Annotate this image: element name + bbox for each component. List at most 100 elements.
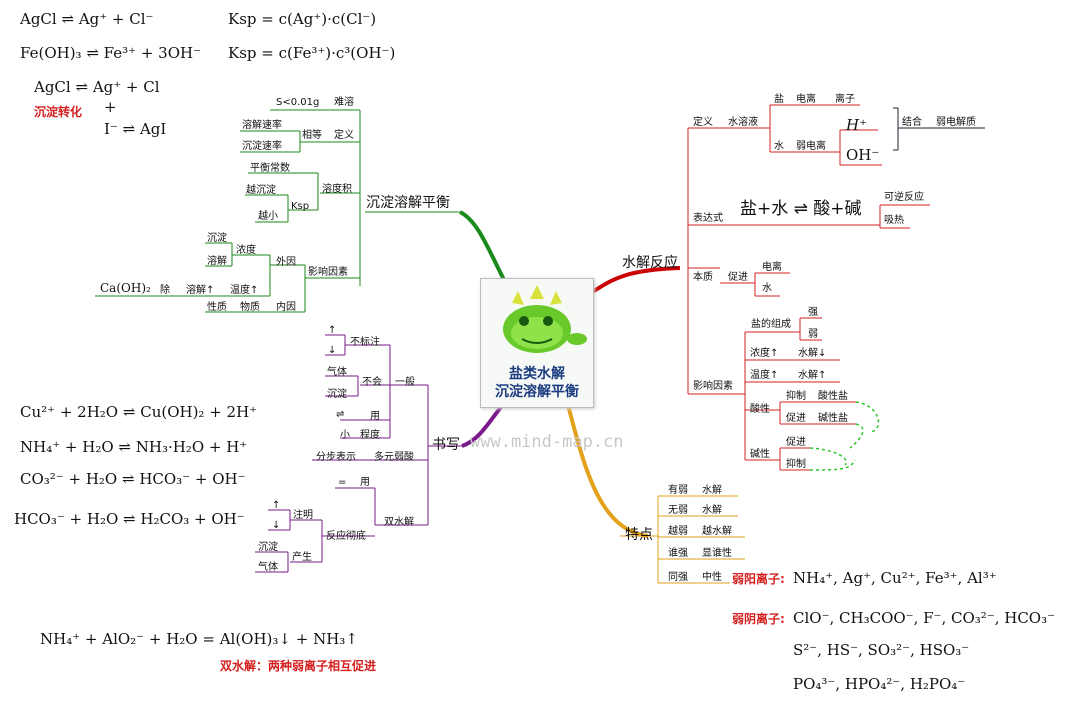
node-up-arrow-2: ↑	[272, 500, 281, 511]
formula-ksp-agcl: Ksp = c(Ag⁺)·c(Cl⁻)	[228, 10, 377, 28]
node-gas: 气体	[327, 367, 347, 378]
node-hydrolysis-up: 水解↑	[798, 370, 827, 381]
node-smaller: 越小	[258, 211, 278, 222]
node-temperature-up: 温度↑	[230, 285, 259, 296]
node-definition: 定义	[334, 130, 354, 141]
node-down-arrow: ↓	[328, 345, 337, 356]
node-equal: 相等	[302, 130, 322, 141]
node-whoever-strong: 谁强	[668, 548, 688, 559]
node-precipitate: 沉淀	[207, 233, 227, 244]
node-equals: =	[338, 477, 347, 488]
node-aqueous-solution: 水溶液	[728, 117, 758, 128]
node-no: 不会	[362, 377, 382, 388]
node-precipitate-3: 沉淀	[258, 542, 278, 553]
node-use: 用	[370, 411, 380, 422]
formula-co3-hydrolysis: CO₃²⁻ + H₂O ⇌ HCO₃⁻ + OH⁻	[20, 470, 246, 488]
node-gas-2: 气体	[258, 562, 278, 573]
node-note: 注明	[293, 510, 313, 521]
node-weak: 弱	[808, 329, 818, 340]
node-down-arrow-2: ↓	[272, 520, 281, 531]
node-inhibit: 抑制	[786, 391, 806, 402]
node-internal-cause: 内因	[276, 302, 296, 313]
node-ksp: Ksp	[291, 201, 310, 212]
double-hydrolysis-note: 双水解：两种弱离子相互促进	[220, 659, 377, 673]
node-neutral: 中性	[702, 572, 722, 583]
node-dissolution-up: 溶解↑	[186, 285, 215, 296]
node-weaker: 越弱	[668, 526, 688, 537]
weak-cation-label: 弱阳离子:	[732, 572, 785, 586]
formula-hco3-hydrolysis: HCO₃⁻ + H₂O ⇌ H₂CO₃ + OH⁻	[14, 510, 245, 528]
node-caoh2: Ca(OH)₂	[100, 281, 151, 295]
node-water: 水	[774, 141, 784, 152]
node-substance: 物质	[240, 302, 260, 313]
node-weak-hydrolysis: 有弱	[668, 485, 688, 496]
node-acid-salt: 酸性盐	[818, 391, 848, 402]
precipitate-conversion-label: 沉淀转化	[34, 105, 83, 119]
node-concentration: 浓度	[236, 245, 256, 256]
branch-hydrolysis[interactable]: 水解反应	[622, 255, 678, 271]
weak-anion-list-3: PO₄³⁻, HPO₄²⁻, H₂PO₄⁻	[793, 675, 966, 693]
node-promote: 促进	[728, 272, 748, 283]
node-acidic: 酸性	[750, 404, 770, 415]
node-no-weak: 无弱	[668, 505, 688, 516]
weak-cation-list: NH₄⁺, Ag⁺, Cu²⁺, Fe³⁺, Al³⁺	[793, 569, 997, 587]
formula-agcl-conversion: AgCl ⇌ Ag⁺ + Cl	[34, 78, 160, 96]
node-precipitate-2: 沉淀	[327, 389, 347, 400]
dragon-mascot-icon	[503, 285, 587, 353]
node-salt-composition: 盐的组成	[751, 319, 791, 330]
node-basic-salt: 碱性盐	[818, 413, 848, 424]
center-title-line2: 沉淀溶解平衡	[495, 384, 579, 400]
formula-double-hydrolysis: NH₄⁺ + AlO₂⁻ + H₂O = Al(OH)₃↓ + NH₃↑	[40, 630, 358, 648]
node-strong: 强	[808, 307, 818, 318]
node-external-cause: 外因	[276, 257, 296, 268]
node-same-strength: 同强	[668, 572, 688, 583]
center-title-line1: 盐类水解	[509, 366, 565, 382]
node-complete-reaction: 反应彻底	[326, 531, 366, 542]
branch-characteristics[interactable]: 特点	[625, 527, 653, 543]
node-general: 一般	[395, 377, 415, 388]
formula-feoh3-dissolution: Fe(OH)₃ ⇌ Fe³⁺ + 3OH⁻	[20, 44, 202, 62]
node-h-plus: H⁺	[846, 116, 867, 134]
formula-agcl-dissolution: AgCl ⇌ Ag⁺ + Cl⁻	[20, 10, 154, 28]
center-topic: 盐类水解 沉淀溶解平衡	[480, 278, 594, 408]
node-factors-red: 影响因素	[693, 381, 733, 392]
formula-ksp-feoh3: Ksp = c(Fe³⁺)·c³(OH⁻)	[228, 44, 396, 62]
node-salt: 盐	[774, 94, 784, 105]
node-inhibit-2: 抑制	[786, 459, 806, 470]
node-insoluble: 难溶	[334, 97, 354, 108]
node-use-2: 用	[360, 477, 370, 488]
node-oh-minus: OH⁻	[846, 146, 880, 164]
node-essence: 本质	[693, 272, 713, 283]
weak-anion-list-1: ClO⁻, CH₃COO⁻, F⁻, CO₃²⁻, HCO₃⁻	[793, 609, 1056, 627]
node-weak-ionize: 弱电离	[796, 141, 826, 152]
formula-nh4-hydrolysis: NH₄⁺ + H₂O ⇌ NH₃·H₂O + H⁺	[20, 438, 248, 456]
node-combine: 结合	[902, 117, 922, 128]
node-equilibrium-constant: 平衡常数	[250, 163, 290, 174]
node-ionization: 电离	[762, 262, 782, 273]
node-weak-electrolyte: 弱电解质	[936, 117, 976, 128]
node-up-arrow: ↑	[328, 325, 337, 336]
node-except: 除	[160, 285, 170, 296]
formula-agi: I⁻ ⇌ AgI	[104, 120, 167, 138]
node-polyprotic-acid: 多元弱酸	[374, 452, 414, 463]
node-promote-3: 促进	[786, 437, 806, 448]
weak-anion-list-2: S²⁻, HS⁻, SO₃²⁻, HSO₃⁻	[793, 641, 970, 659]
node-precipitation-rate: 沉淀速率	[242, 141, 282, 152]
node-small: 小	[340, 430, 350, 441]
node-reversible: 可逆反应	[884, 192, 924, 203]
branch-writing[interactable]: 书写	[432, 437, 460, 453]
node-basic: 碱性	[750, 449, 770, 460]
node-degree: 程度	[360, 430, 380, 441]
node-s-lt-001g: S<0.01g	[276, 97, 320, 108]
node-conc-up: 浓度↑	[750, 348, 779, 359]
branch-precipitation-equilibrium[interactable]: 沉淀溶解平衡	[366, 195, 450, 211]
node-hydrolysis-down: 水解↓	[798, 348, 827, 359]
node-ionize: 电离	[796, 94, 816, 105]
node-dissolve: 溶解	[207, 256, 227, 267]
node-endothermic: 吸热	[884, 215, 904, 226]
plus-sign: +	[104, 98, 117, 116]
node-definition-red: 定义	[693, 117, 713, 128]
node-shows: 显谁性	[702, 548, 732, 559]
